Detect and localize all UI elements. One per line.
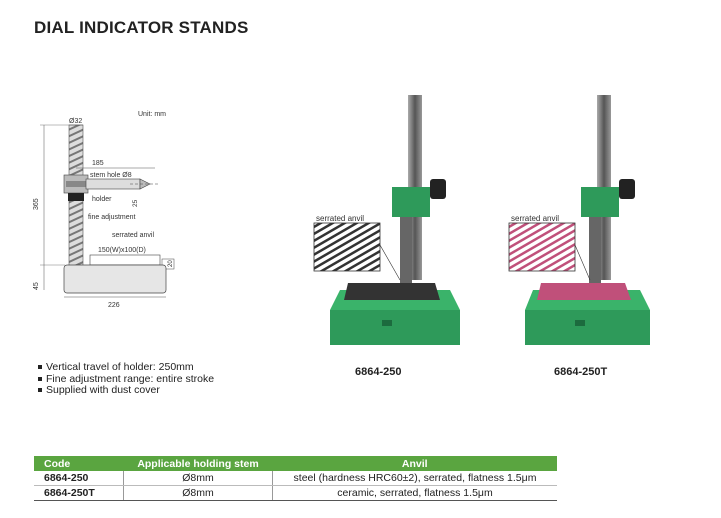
dim-20-label: 20 — [168, 260, 174, 267]
dim-25-label: 25 — [132, 199, 139, 207]
feature-list: Vertical travel of holder: 250mm Fine ad… — [38, 361, 214, 397]
fine-adjustment-label: fine adjustment — [88, 214, 136, 221]
serrated-anvil-callout: serrated anvil — [316, 214, 364, 223]
column-header: Applicable holding stem — [123, 456, 273, 471]
height-base-label: 45 — [33, 282, 40, 290]
unit-label: Unit: mm — [138, 111, 166, 118]
table-row: 6864-250T Ø8mm ceramic, serrated, flatne… — [34, 485, 557, 501]
spec-table: Code Applicable holding stem Anvil 6864-… — [34, 456, 557, 501]
page-title: DIAL INDICATOR STANDS — [34, 18, 249, 37]
serrated-anvil-label: serrated anvil — [112, 232, 154, 239]
table-header-row: Code Applicable holding stem Anvil — [34, 456, 557, 471]
base-width-label: 226 — [108, 302, 120, 309]
product-image-6864-250: serrated anvil — [300, 95, 480, 360]
anvil-cell: steel (hardness HRC60±2), serrated, flat… — [272, 471, 557, 486]
anvil-size-label: 150(W)x100(D) — [98, 247, 146, 254]
stem-hole-label: stem hole Ø8 — [90, 172, 132, 179]
dia-top-label: Ø32 — [69, 118, 82, 125]
stem-cell: Ø8mm — [123, 485, 273, 501]
height-total-label: 365 — [33, 198, 40, 210]
holder-label: holder — [92, 196, 112, 203]
serrated-anvil-callout: serrated anvil — [511, 214, 559, 223]
dimension-drawing: Unit: mm Ø32 365 45 185 stem hole Ø8 25 … — [20, 105, 250, 315]
product-code-label: 6864-250T — [554, 366, 608, 378]
column-header: Code — [34, 456, 124, 471]
product-code-label: 6864-250 — [355, 366, 402, 378]
product-image-6864-250t: serrated anvil — [495, 95, 675, 360]
feature-item: Supplied with dust cover — [38, 384, 214, 397]
stem-cell: Ø8mm — [123, 471, 273, 486]
code-cell: 6864-250T — [34, 485, 124, 501]
anvil-cell: ceramic, serrated, flatness 1.5μm — [272, 485, 557, 501]
feature-item: Vertical travel of holder: 250mm — [38, 361, 214, 374]
column-header: Anvil — [272, 456, 557, 471]
width-arm-label: 185 — [92, 160, 104, 167]
code-cell: 6864-250 — [34, 471, 124, 486]
feature-item: Fine adjustment range: entire stroke — [38, 373, 214, 386]
table-row: 6864-250 Ø8mm steel (hardness HRC60±2), … — [34, 471, 557, 486]
